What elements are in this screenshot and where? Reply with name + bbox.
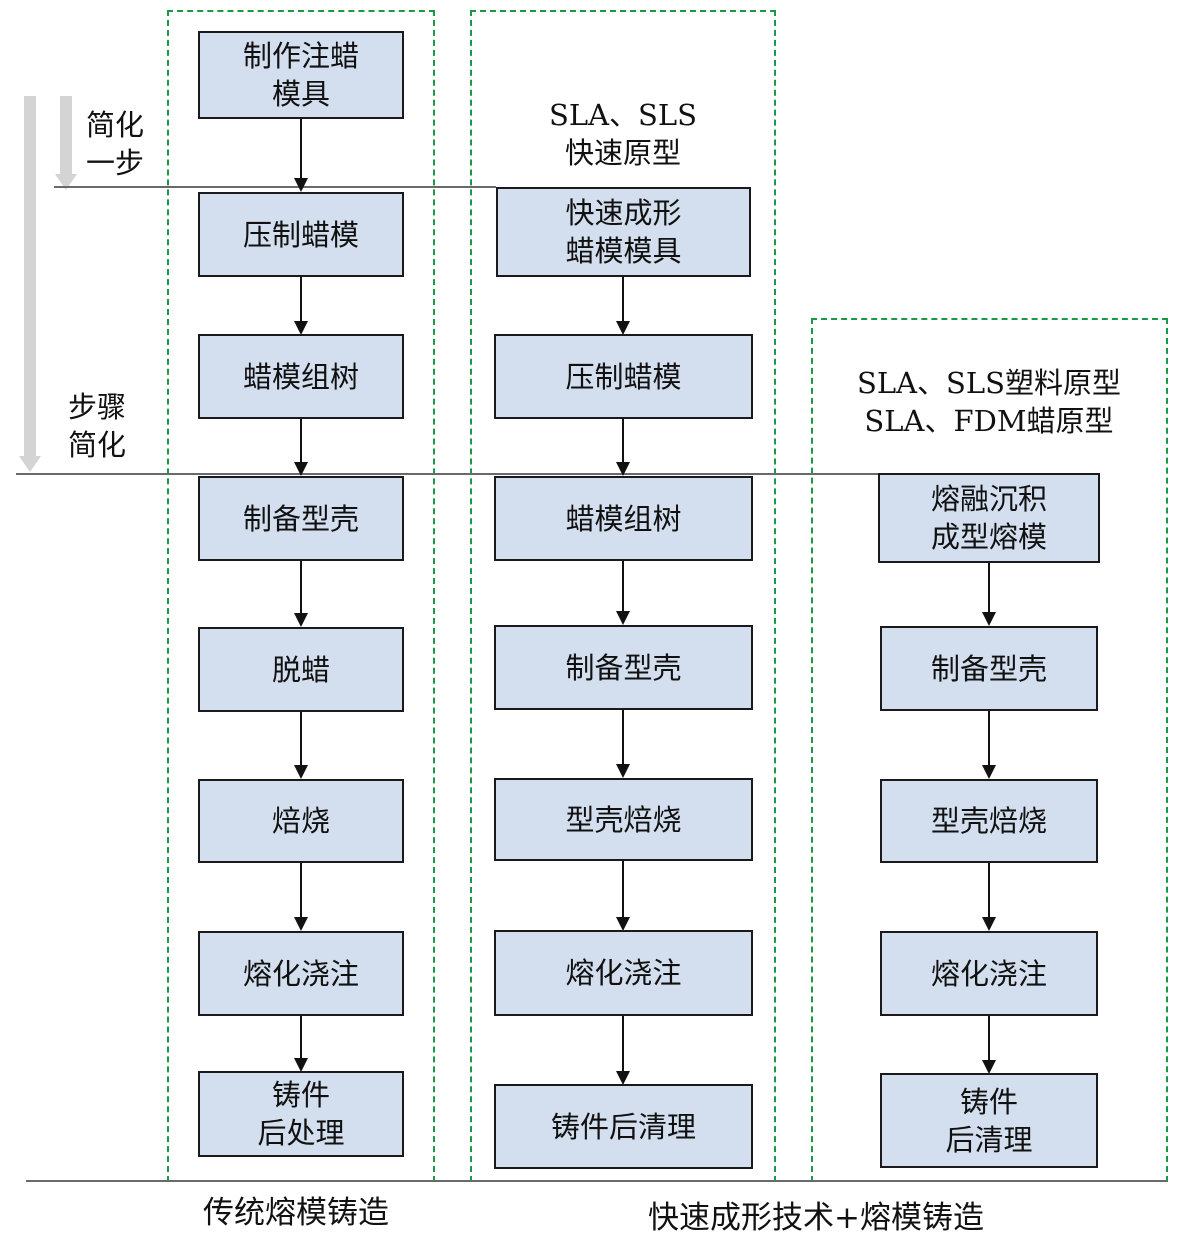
step-press-wax-pattern: 压制蜡模 [198,192,404,277]
step-shell-roast: 型壳焙烧 [880,779,1098,863]
step-prepare-shell: 制备型壳 [880,626,1098,711]
step-make-wax-mold: 制作注蜡 模具 [198,31,404,119]
separator-line-steps [16,473,880,475]
step-fdm-pattern: 熔融沉积 成型熔模 [878,473,1100,563]
step-rapid-wax-mold: 快速成形 蜡模模具 [496,187,751,277]
arrow-down-icon [982,563,996,626]
step-melt-pour: 熔化浇注 [494,930,753,1016]
long-simplify-arrow-icon [24,96,36,458]
arrow-down-icon [294,277,308,335]
arrow-down-icon [616,419,630,476]
step-dewax: 脱蜡 [198,627,404,712]
arrow-down-icon [982,711,996,779]
step-shell-roast: 型壳焙烧 [494,778,753,861]
caption-traditional: 传统熔模铸造 [203,1195,389,1231]
separator-line-one-step [54,186,496,188]
arrow-down-icon [294,561,308,627]
arrow-down-icon [294,1016,308,1072]
arrow-down-icon [294,119,308,192]
step-press-wax-pattern: 压制蜡模 [494,334,753,419]
arrow-down-icon [294,712,308,779]
arrow-down-icon [294,863,308,931]
arrow-down-icon [616,710,630,778]
rapid-mold-header: SLA、SLS 快速原型 [548,98,698,170]
arrow-down-icon [294,419,308,476]
arrow-down-icon [982,1016,996,1074]
arrow-down-icon [616,277,630,335]
step-casting-cleanup: 铸件 后清理 [880,1073,1098,1168]
step-wax-tree-assembly: 蜡模组树 [198,334,404,419]
baseline-separator [26,1180,1168,1182]
short-simplify-arrow-icon [60,96,72,176]
step-casting-cleanup: 铸件后清理 [494,1084,753,1169]
rapid-pattern-header: SLA、SLS塑料原型 SLA、FDM蜡原型 [856,366,1122,438]
step-prepare-shell: 制备型壳 [198,476,404,561]
step-simplify-label: 步骤 简化 [68,390,127,462]
step-roast: 焙烧 [198,779,404,863]
step-casting-post-process: 铸件 后处理 [198,1071,404,1157]
arrow-down-icon [616,561,630,625]
caption-rapid: 快速成形技术+熔模铸造 [648,1200,984,1236]
step-wax-tree-assembly: 蜡模组树 [494,476,753,561]
arrow-down-icon [982,863,996,931]
simplify-one-step-label: 简化 一步 [86,108,145,180]
arrow-down-icon [616,1016,630,1085]
arrow-down-icon [616,861,630,931]
step-prepare-shell: 制备型壳 [494,625,753,710]
step-melt-pour: 熔化浇注 [198,931,404,1016]
step-melt-pour: 熔化浇注 [880,931,1098,1016]
